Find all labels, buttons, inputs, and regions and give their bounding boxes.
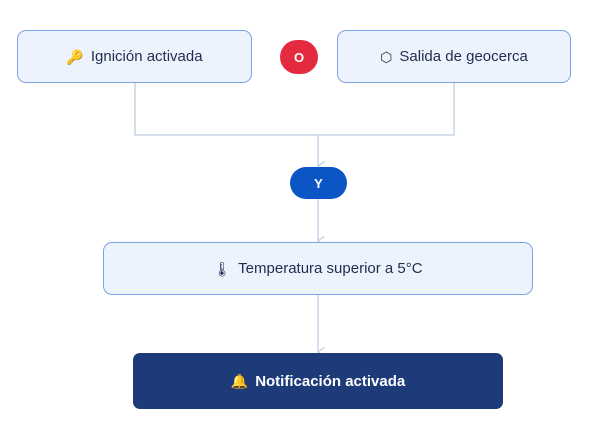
geofence-condition-node[interactable]: ⬡ Salida de geocerca [337,30,571,83]
or-operator-label: O [293,49,305,65]
key-icon: 🔑 [66,48,84,65]
hexagon-icon: ⬡ [380,48,393,65]
notification-result-label: Notificación activada [255,372,406,390]
connector-geofence [318,83,455,136]
ignition-condition-label: Ignición activada [90,48,203,65]
temperature-condition-label: Temperatura superior a 5°C [238,260,423,277]
and-operator-label: Y [314,175,323,191]
thermometer-icon: 🌡 [213,260,232,277]
temperature-condition-node[interactable]: 🌡 Temperatura superior a 5°C [103,242,533,295]
connector-ignition [134,83,318,136]
and-operator-badge: Y [290,167,347,199]
ignition-condition-node[interactable]: 🔑 Ignición activada [17,30,252,83]
notification-result-node[interactable]: 🔔 Notificación activada [133,353,503,409]
or-operator-badge: O [280,40,318,74]
geofence-condition-label: Salida de geocerca [399,48,528,65]
bell-icon: 🔔 [230,373,249,389]
